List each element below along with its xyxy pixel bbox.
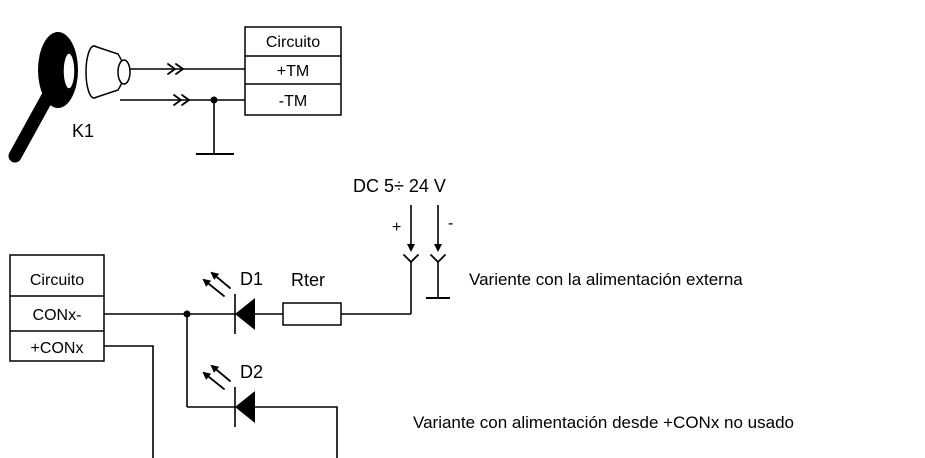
ibutton-key-icon: [8, 32, 78, 163]
supply-plus-label: +: [392, 219, 401, 236]
pin-conx-plus: +CONx: [31, 340, 84, 357]
pin-minus-tm: -TM: [279, 93, 307, 110]
note-internal-supply: Variante con alimentación desde +CONx no…: [413, 413, 794, 432]
pin-conx-minus: CONx-: [33, 307, 82, 324]
led-d2-label: D2: [240, 362, 263, 382]
top-circuit-block: Circuito +TM -TM: [244, 26, 342, 116]
wire-d2-anode: [255, 406, 338, 458]
supply-minus-label: -: [448, 215, 453, 232]
connector-chevrons-icon: [167, 63, 190, 106]
led-d1-icon: [202, 271, 255, 334]
bottom-circuit-header: Circuito: [30, 272, 84, 289]
key-label: K1: [72, 121, 94, 141]
supply-voltage-label: DC 5÷ 24 V: [353, 176, 446, 196]
wire-conx-plus: [104, 345, 154, 458]
pin-plus-tm: +TM: [277, 63, 309, 80]
bottom-circuit-block: Circuito CONx- +CONx: [9, 254, 105, 362]
resistor-rter-icon: [282, 302, 342, 326]
led-d1-label: D1: [240, 269, 263, 289]
note-external-supply: Variente con la alimentación externa: [469, 270, 743, 289]
led-d2-icon: [202, 364, 255, 427]
supply-chevrons-icon: [403, 254, 446, 263]
top-circuit-header: Circuito: [266, 34, 320, 51]
ibutton-reader-icon: [85, 45, 131, 99]
resistor-label: Rter: [291, 270, 325, 290]
